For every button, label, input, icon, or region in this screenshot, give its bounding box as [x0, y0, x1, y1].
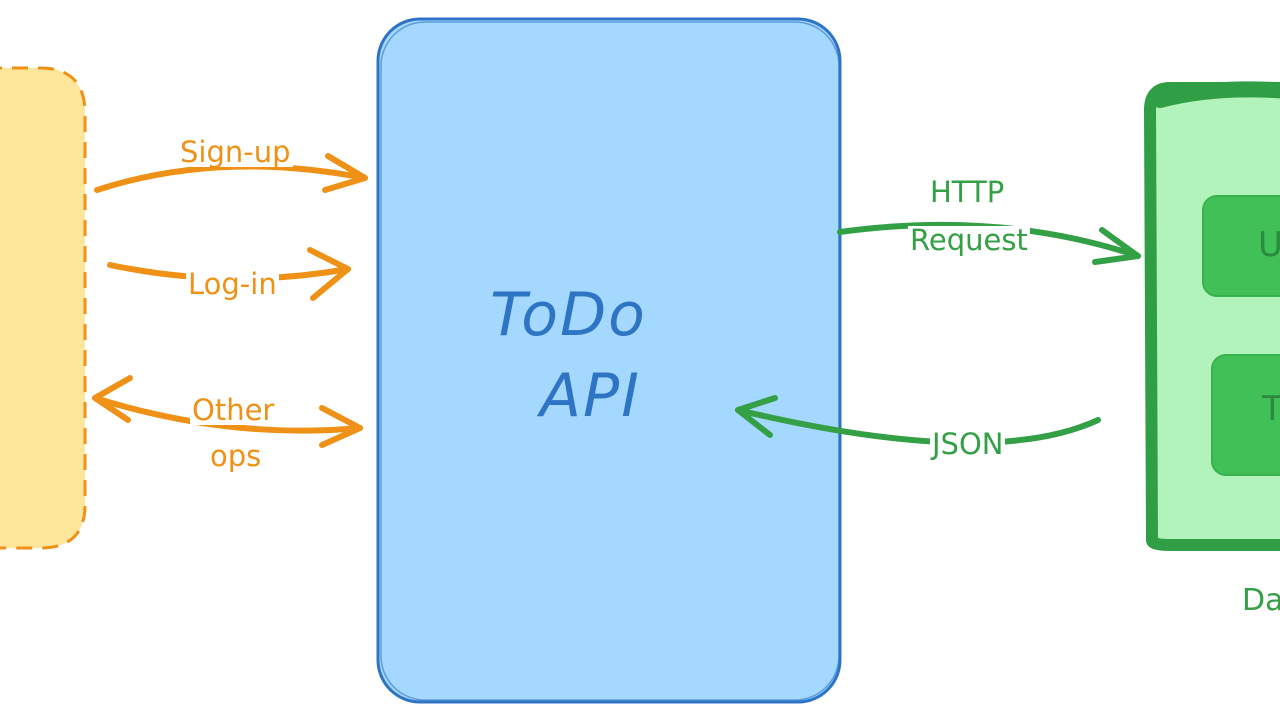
- json-label: JSON: [930, 427, 1006, 461]
- database-top-rim: [1152, 81, 1280, 108]
- other-ops-label-line1: Other: [190, 393, 277, 427]
- other-ops-label-line2: ops: [208, 439, 264, 473]
- client-box: [0, 66, 87, 550]
- database-item-2: [1211, 354, 1280, 476]
- database-item-1-label: U: [1258, 225, 1280, 265]
- database-box: [1144, 82, 1280, 551]
- api-box-sketch-line: [380, 21, 840, 701]
- http-label-line1: HTTP: [930, 175, 1005, 209]
- other-ops-arrow: [92, 375, 363, 448]
- login-label: Log-in: [186, 267, 279, 301]
- database-item-1: [1202, 195, 1280, 297]
- api-title-line1: ToDo: [490, 280, 647, 350]
- signup-arrow: [94, 153, 368, 193]
- database-caption: Da: [1242, 583, 1280, 618]
- api-box: [376, 17, 842, 704]
- http-label-line2: Request: [908, 223, 1030, 257]
- signup-label: Sign-up: [178, 135, 293, 169]
- api-title-line2: API: [540, 361, 641, 431]
- database-item-2-label: T: [1262, 389, 1280, 429]
